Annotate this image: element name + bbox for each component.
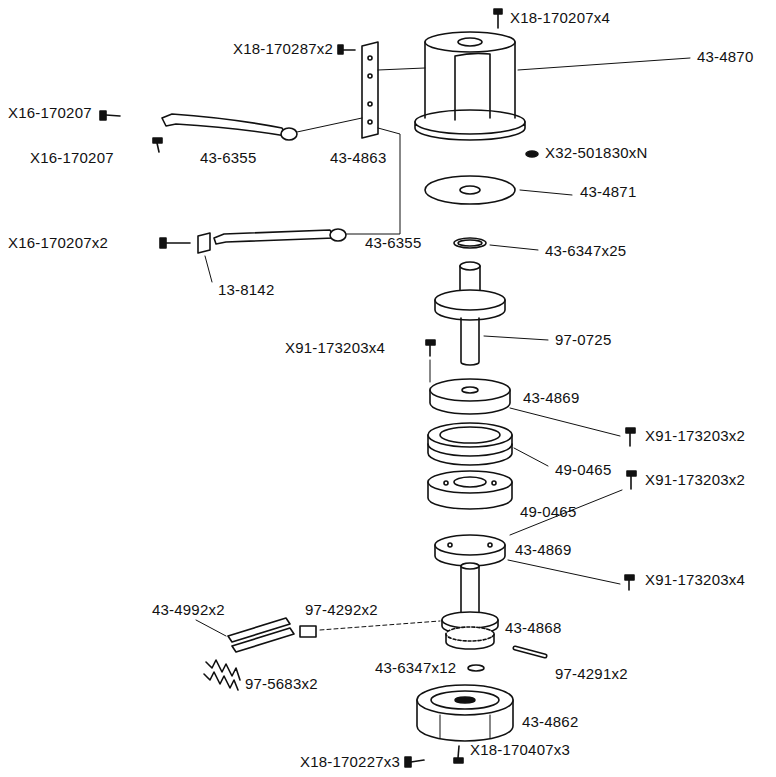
- part-number: 13-8142: [218, 281, 274, 299]
- housing: [415, 32, 690, 140]
- strap: [162, 114, 362, 140]
- screw: [494, 9, 502, 28]
- part-number: X18-170207x4: [510, 9, 610, 27]
- screw: [160, 238, 190, 248]
- screw: [405, 746, 463, 767]
- part-number: X18-170287x2: [233, 40, 333, 58]
- part-number: 43-4992x2: [152, 601, 225, 619]
- disk: [425, 176, 572, 204]
- spring: [204, 660, 240, 690]
- o-ring: [468, 665, 484, 671]
- part-number: 43-4869: [523, 389, 579, 407]
- part-number: X91-173203x2: [645, 471, 745, 489]
- part-number: 97-4292x2: [305, 601, 378, 619]
- part-number: X91-173203x2: [645, 427, 745, 445]
- washer: [526, 151, 538, 157]
- part-number: 43-6355: [200, 149, 256, 167]
- part-number: 43-4870: [697, 48, 753, 66]
- disk: [435, 535, 505, 566]
- part-number: 43-4862: [522, 713, 578, 731]
- screw: [508, 560, 634, 590]
- part-number: 97-5683x2: [245, 675, 318, 693]
- screw: [338, 45, 355, 54]
- part-number: 43-4863: [330, 149, 386, 167]
- o-ring: [454, 238, 538, 250]
- part-number: 97-4291x2: [555, 665, 628, 683]
- part-number: 49-0465: [520, 503, 576, 521]
- screw: [426, 340, 435, 382]
- base-housing: [417, 685, 513, 741]
- link-plate: [196, 618, 294, 652]
- screw: [100, 111, 162, 152]
- part-number: X18-170227x3: [300, 753, 400, 771]
- part-number: 43-4868: [505, 619, 561, 637]
- strap: [198, 128, 400, 282]
- part-number: X91-173203x4: [285, 339, 385, 357]
- part-number: X16-170207x2: [8, 234, 108, 252]
- gear-shaft: [442, 563, 498, 649]
- part-number: X91-173203x4: [645, 571, 745, 589]
- bracket-plate: [362, 42, 425, 138]
- pulley: [428, 471, 512, 509]
- part-number: X16-170207: [30, 149, 114, 167]
- shaft: [435, 262, 548, 365]
- part-number: X16-170207: [8, 104, 92, 122]
- screw: [510, 428, 636, 535]
- part-number: 43-6347x12: [375, 659, 456, 677]
- part-number: 43-4871: [580, 183, 636, 201]
- part-number: 43-6355: [365, 234, 421, 252]
- pin: [300, 621, 440, 637]
- part-number: 43-4869: [515, 541, 571, 559]
- pulley: [428, 423, 548, 466]
- part-number: X32-501830xN: [545, 144, 647, 162]
- part-number: 43-6347x25: [545, 242, 626, 260]
- part-number: 97-0725: [555, 331, 611, 349]
- pin: [515, 648, 545, 656]
- part-number: 49-0465: [555, 461, 611, 479]
- part-number: X18-170407x3: [470, 741, 570, 759]
